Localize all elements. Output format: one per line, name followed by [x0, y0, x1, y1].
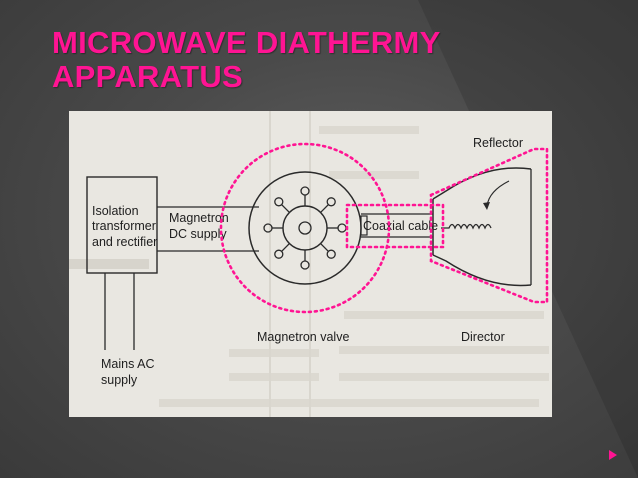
faint-line	[329, 171, 419, 179]
magnetron-dc-label-2: DC supply	[169, 227, 227, 241]
isolation-label-3: and rectifier	[92, 235, 157, 249]
magnetron-cathode	[298, 221, 312, 235]
coax-highlight	[345, 203, 445, 249]
faint-line	[344, 311, 544, 319]
magnetron-envelope	[248, 171, 362, 285]
faint-line	[159, 399, 539, 407]
magnetron-dc-label-1: Magnetron	[169, 211, 229, 225]
faint-line	[69, 259, 149, 269]
reflector-horn	[432, 167, 532, 287]
magnetron-valve-label: Magnetron valve	[257, 330, 349, 344]
faint-column-rule	[269, 111, 271, 417]
slide-title: MICROWAVE DIATHERMY APPARATUS	[52, 26, 441, 94]
title-line-1: MICROWAVE DIATHERMY	[52, 25, 441, 60]
mains-label-1: Mains AC	[101, 357, 155, 371]
director-coil	[441, 223, 492, 230]
bleed-through-text	[69, 111, 549, 417]
magnetron-valve	[248, 171, 362, 285]
faint-line	[319, 126, 419, 134]
isolation-transformer-box	[86, 176, 158, 274]
reflector-pointer	[486, 180, 510, 207]
title-line-2: APPARATUS	[52, 59, 244, 94]
coaxial-cable-label: Coaxial cable	[363, 219, 438, 233]
mains-label-2: supply	[101, 373, 138, 387]
faint-column-rule	[309, 111, 311, 417]
pink-highlights	[219, 142, 549, 314]
faint-line	[229, 373, 319, 381]
magnetron-anode	[282, 205, 328, 251]
faint-line	[339, 373, 549, 381]
diagram-figure: Isolation transformer and rectifier Main…	[69, 111, 552, 417]
isolation-label-2: transformer	[92, 219, 156, 233]
magnetron-highlight	[219, 142, 391, 314]
director-label: Director	[461, 330, 505, 344]
coax-connector	[360, 215, 368, 236]
faint-line	[229, 349, 319, 357]
isolation-label-1: Isolation	[92, 204, 139, 218]
reflector-pointer-head	[483, 202, 490, 210]
pink-triangle-bullet-icon	[609, 450, 617, 460]
horn-highlight	[429, 147, 549, 304]
faint-line	[339, 346, 549, 354]
magnetron-cavities	[263, 186, 347, 270]
reflector-label: Reflector	[473, 136, 523, 150]
diagram-svg: Isolation transformer and rectifier Main…	[69, 111, 549, 417]
